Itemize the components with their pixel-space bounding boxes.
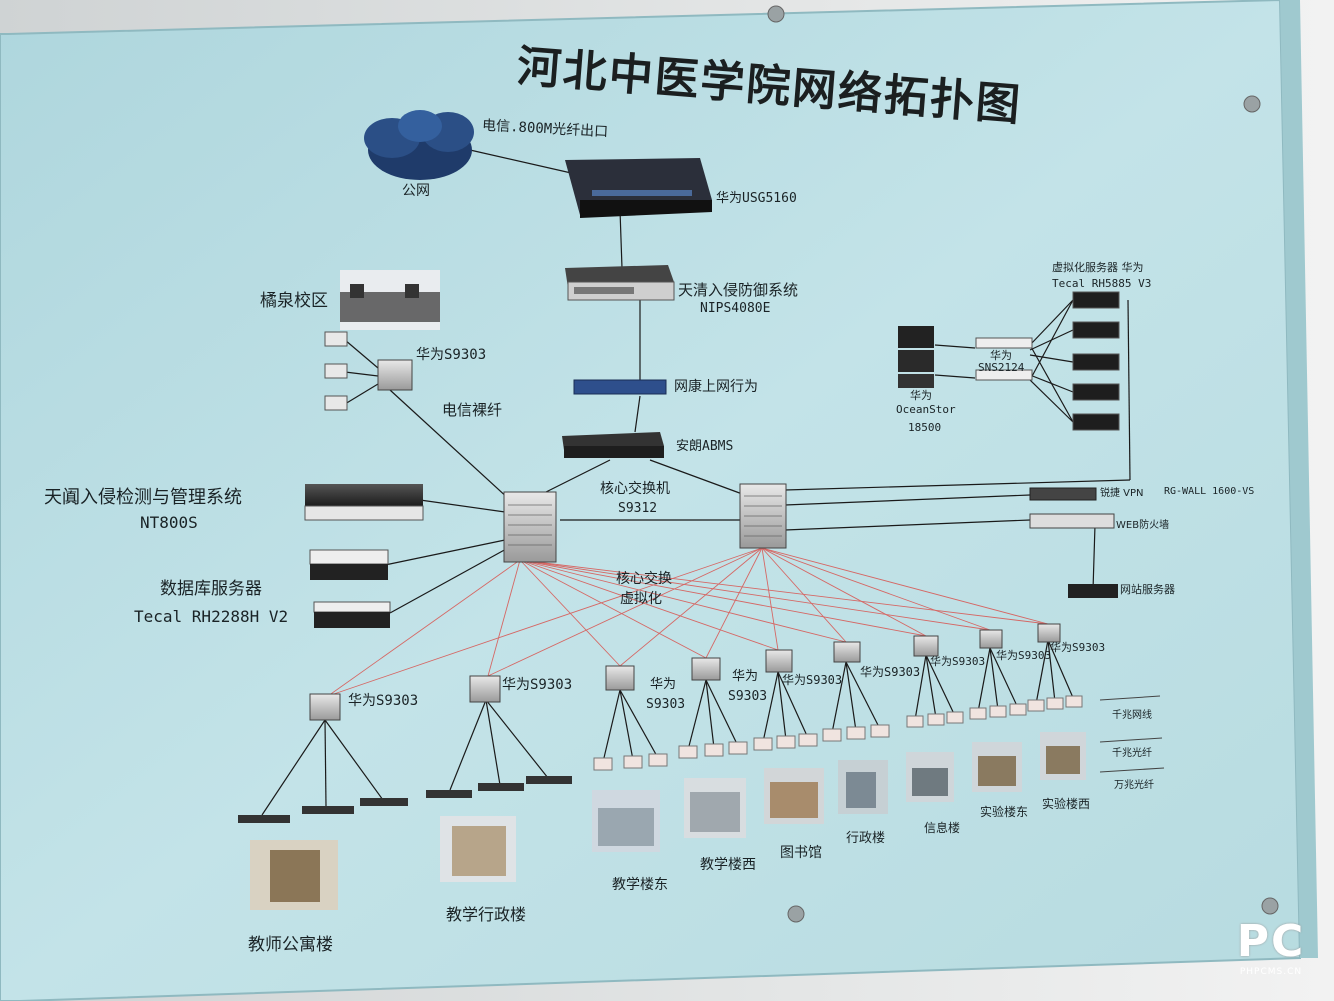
patch-panel-icons bbox=[238, 776, 572, 823]
san-switch-icon-1 bbox=[975, 337, 1033, 349]
web-server-icon bbox=[1068, 584, 1118, 598]
red-links bbox=[327, 547, 1049, 697]
label-core-switch-1: 核心交换机 bbox=[600, 481, 670, 497]
label-s9303-a: 华为S9303 bbox=[348, 693, 419, 709]
bolt-bottom bbox=[787, 905, 805, 923]
label-juquan: 橘泉校区 bbox=[260, 291, 328, 311]
label-telecom-fiber: 电信裸纤 bbox=[442, 401, 503, 419]
label-anlang: 安朗ABMS bbox=[676, 439, 734, 454]
building-photos bbox=[250, 732, 1086, 910]
label-lab-west: 实验楼西 bbox=[1042, 797, 1091, 811]
label-teacher-apt: 教师公寓楼 bbox=[248, 935, 333, 955]
bolt-top bbox=[767, 5, 785, 23]
label-s9303-i: 华为S9303 bbox=[1050, 641, 1106, 654]
label-tianlan-1: 天阗入侵检测与管理系统 bbox=[44, 487, 242, 508]
legend-10g-fiber: 万兆光纤 bbox=[1114, 780, 1154, 791]
legend-gigabit-fiber: 千兆光纤 bbox=[1112, 748, 1152, 759]
label-info: 信息楼 bbox=[924, 821, 961, 835]
juquan-campus-photo bbox=[340, 270, 440, 330]
label-core-virtual-1: 核心交换 bbox=[616, 571, 672, 587]
label-admin: 行政楼 bbox=[846, 831, 886, 846]
label-web-server: 网站服务器 bbox=[1120, 583, 1175, 596]
label-s9303-f: 华为S9303 bbox=[860, 665, 921, 679]
label-virt-server-2: Tecal RH5885 V3 bbox=[1052, 277, 1152, 290]
watermark: PC PHPCMS.CN bbox=[1222, 916, 1320, 977]
label-lab-east: 实验楼东 bbox=[980, 805, 1029, 819]
virtual-server-icons bbox=[1072, 291, 1120, 431]
label-web-fw: WEB防火墙 bbox=[1116, 520, 1170, 531]
san-switch-icon-2 bbox=[975, 369, 1033, 381]
label-admin-teach: 教学行政楼 bbox=[446, 905, 527, 924]
legend-gigabit-cable: 千兆网线 bbox=[1112, 710, 1152, 721]
db-server-icon bbox=[309, 549, 391, 628]
label-s9303-c2: S9303 bbox=[646, 697, 686, 712]
core-switch-right-icon bbox=[739, 483, 787, 549]
label-core-switch-2: S9312 bbox=[618, 501, 658, 516]
behavior-device-icon bbox=[573, 379, 667, 395]
access-switch-icons bbox=[309, 623, 1061, 721]
watermark-logo: PC bbox=[1236, 916, 1306, 967]
cloud-icon bbox=[364, 110, 474, 180]
label-virt-server-1: 虚拟化服务器 华为 bbox=[1052, 261, 1144, 274]
label-library: 图书馆 bbox=[780, 845, 822, 861]
label-public-net: 公网 bbox=[402, 183, 430, 199]
core-switch-left-icon bbox=[503, 491, 557, 563]
label-teach-east: 教学楼东 bbox=[612, 877, 668, 893]
label-tianqing-2: NIPS4080E bbox=[700, 301, 771, 316]
small-switch-icons bbox=[324, 331, 348, 411]
label-teach-west: 教学楼西 bbox=[700, 857, 756, 873]
vpn-device-icon bbox=[1029, 487, 1097, 501]
label-s9303-top: 华为S9303 bbox=[416, 347, 487, 363]
web-firewall-icon bbox=[1029, 513, 1115, 529]
label-s9303-c1: 华为 bbox=[650, 677, 677, 692]
storage-device-icon bbox=[898, 326, 934, 388]
label-s9303-b: 华为S9303 bbox=[502, 677, 573, 693]
ids-device-icon bbox=[304, 484, 424, 521]
abms-device-icon bbox=[562, 432, 664, 458]
label-sns-2: SNS2124 bbox=[978, 361, 1025, 374]
label-vpn: 锐捷 VPN bbox=[1100, 488, 1144, 499]
watermark-text: PHPCMS.CN bbox=[1239, 967, 1303, 977]
label-core-virtual-2: 虚拟化 bbox=[620, 591, 662, 607]
label-db-server-2: Tecal RH2288H V2 bbox=[134, 607, 289, 626]
firewall-device-icon bbox=[565, 158, 712, 218]
label-s9303-h: 华为S9303 bbox=[996, 649, 1052, 662]
label-s9303-g: 华为S9303 bbox=[930, 655, 986, 668]
ips-device-icon bbox=[565, 265, 675, 301]
label-ocean-3: 18500 bbox=[908, 421, 942, 434]
bolt-right bbox=[1243, 95, 1261, 113]
label-s9303-e: 华为S9303 bbox=[782, 673, 843, 687]
bolt-bottom-right bbox=[1261, 897, 1279, 915]
label-sns-1: 华为 bbox=[990, 349, 1012, 362]
s9303-top-icon bbox=[377, 359, 413, 391]
label-wangkang: 网康上网行为 bbox=[674, 379, 758, 395]
label-db-server-1: 数据库服务器 bbox=[160, 579, 262, 599]
label-s9303-d1: 华为 bbox=[732, 669, 759, 684]
label-rgwall: RG-WALL 1600-VS bbox=[1164, 486, 1255, 497]
label-huawei-usg: 华为USG5160 bbox=[716, 191, 797, 206]
label-s9303-d2: S9303 bbox=[728, 689, 768, 704]
label-ocean-1: 华为 bbox=[910, 389, 932, 402]
edge-switch-icons bbox=[593, 695, 1083, 771]
black-links bbox=[261, 149, 1131, 816]
label-ocean-2: OceanStor bbox=[896, 403, 956, 416]
glass-edge bbox=[1280, 0, 1318, 958]
legend bbox=[1099, 695, 1165, 773]
label-tianlan-2: NT800S bbox=[140, 513, 198, 532]
label-tianqing-1: 天清入侵防御系统 bbox=[678, 281, 799, 299]
